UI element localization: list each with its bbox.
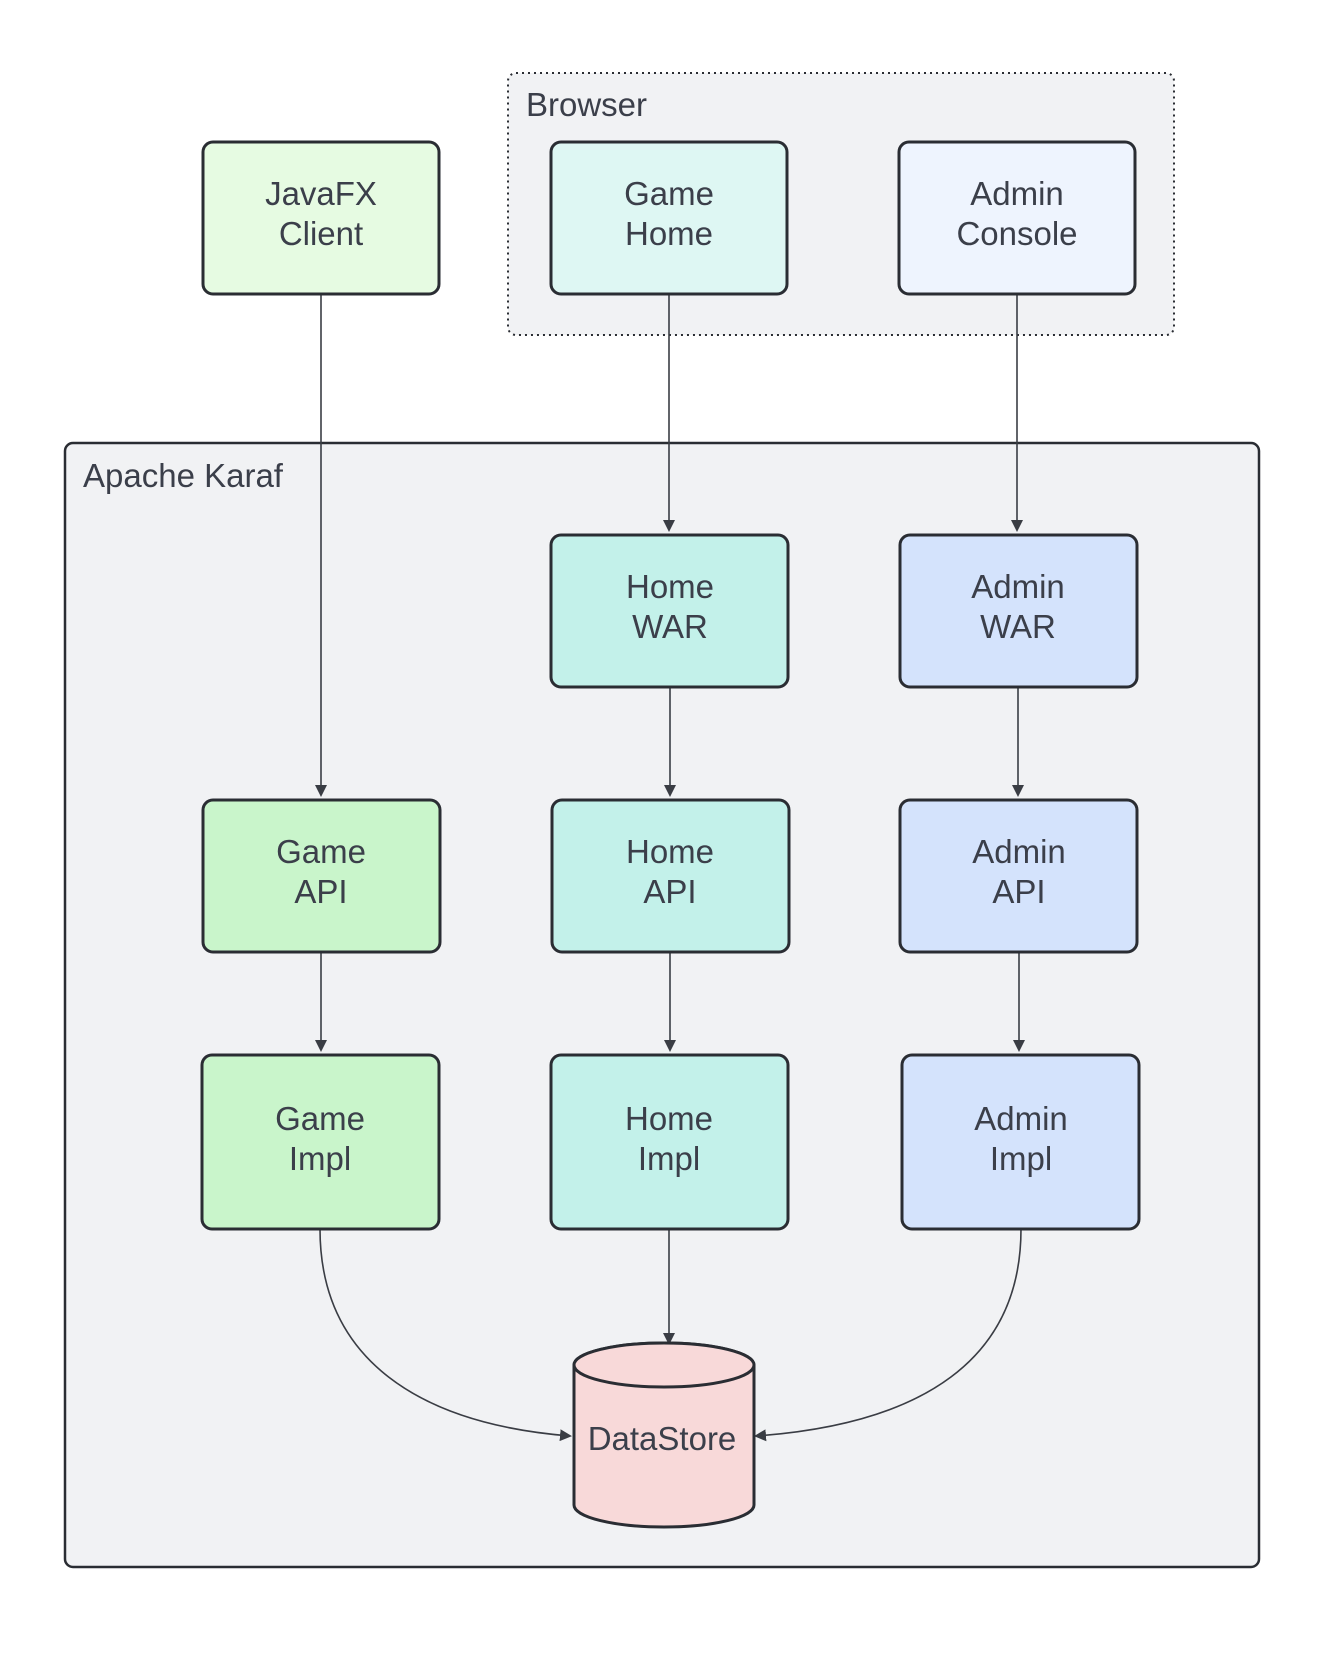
node-home-api[interactable]: Home API [550, 798, 791, 954]
edges [315, 294, 1025, 1442]
node-game-home-box[interactable] [549, 140, 789, 296]
node-admin-war-line2: WAR [980, 608, 1056, 645]
node-game-home-line2: Home [625, 215, 713, 252]
node-home-war-box[interactable] [549, 533, 790, 689]
node-home-impl-line2: Impl [638, 1140, 700, 1177]
karaf-group-frame [63, 441, 1261, 1569]
node-game-api-line1: Game [276, 833, 366, 870]
node-game-api[interactable]: Game API [201, 798, 442, 954]
node-admin-api-box[interactable] [898, 798, 1139, 954]
node-home-api-box[interactable] [550, 798, 791, 954]
node-javafx-client-box[interactable] [201, 140, 441, 296]
node-admin-console[interactable]: Admin Console [897, 140, 1137, 296]
node-datastore-label: DataStore [588, 1420, 737, 1457]
node-admin-impl[interactable]: Admin Impl [900, 1053, 1141, 1231]
browser-group-label: Browser [526, 86, 647, 123]
karaf-group-label: Apache Karaf [83, 457, 284, 494]
node-home-impl-line1: Home [625, 1100, 713, 1137]
node-admin-console-line1: Admin [970, 175, 1064, 212]
node-admin-api-line1: Admin [972, 833, 1066, 870]
node-admin-api[interactable]: Admin API [898, 798, 1139, 954]
node-admin-impl-line2: Impl [990, 1140, 1052, 1177]
node-admin-console-line2: Console [956, 215, 1077, 252]
node-home-api-line2: API [643, 873, 696, 910]
edge-game-impl-to-datastore [319, 1228, 572, 1442]
node-game-api-box[interactable] [201, 798, 442, 954]
node-admin-war-line1: Admin [971, 568, 1065, 605]
node-game-home[interactable]: Game Home [549, 140, 789, 296]
node-game-impl-box[interactable] [200, 1053, 441, 1231]
node-game-impl[interactable]: Game Impl [200, 1053, 441, 1231]
node-admin-impl-line1: Admin [974, 1100, 1068, 1137]
node-admin-console-box[interactable] [897, 140, 1137, 296]
datastore-cylinder-top [572, 1341, 756, 1389]
node-home-impl-box[interactable] [549, 1053, 790, 1231]
node-datastore[interactable]: DataStore [572, 1341, 756, 1529]
node-home-war-line1: Home [626, 568, 714, 605]
node-javafx-client-line2: Client [279, 215, 363, 252]
node-game-impl-line2: Impl [289, 1140, 351, 1177]
node-home-impl[interactable]: Home Impl [549, 1053, 790, 1231]
node-admin-api-line2: API [992, 873, 1045, 910]
node-admin-war-box[interactable] [898, 533, 1139, 689]
node-javafx-client[interactable]: JavaFX Client [201, 140, 441, 296]
node-game-impl-line1: Game [275, 1100, 365, 1137]
node-home-war-line2: WAR [632, 608, 708, 645]
karaf-group: Apache Karaf [63, 441, 1261, 1569]
node-javafx-client-line1: JavaFX [265, 175, 377, 212]
edge-admin-impl-to-datastore [754, 1228, 1022, 1442]
node-game-api-line2: API [294, 873, 347, 910]
node-home-war[interactable]: Home WAR [549, 533, 790, 689]
node-admin-war[interactable]: Admin WAR [898, 533, 1139, 689]
node-admin-impl-box[interactable] [900, 1053, 1141, 1231]
node-home-api-line1: Home [626, 833, 714, 870]
node-game-home-line1: Game [624, 175, 714, 212]
